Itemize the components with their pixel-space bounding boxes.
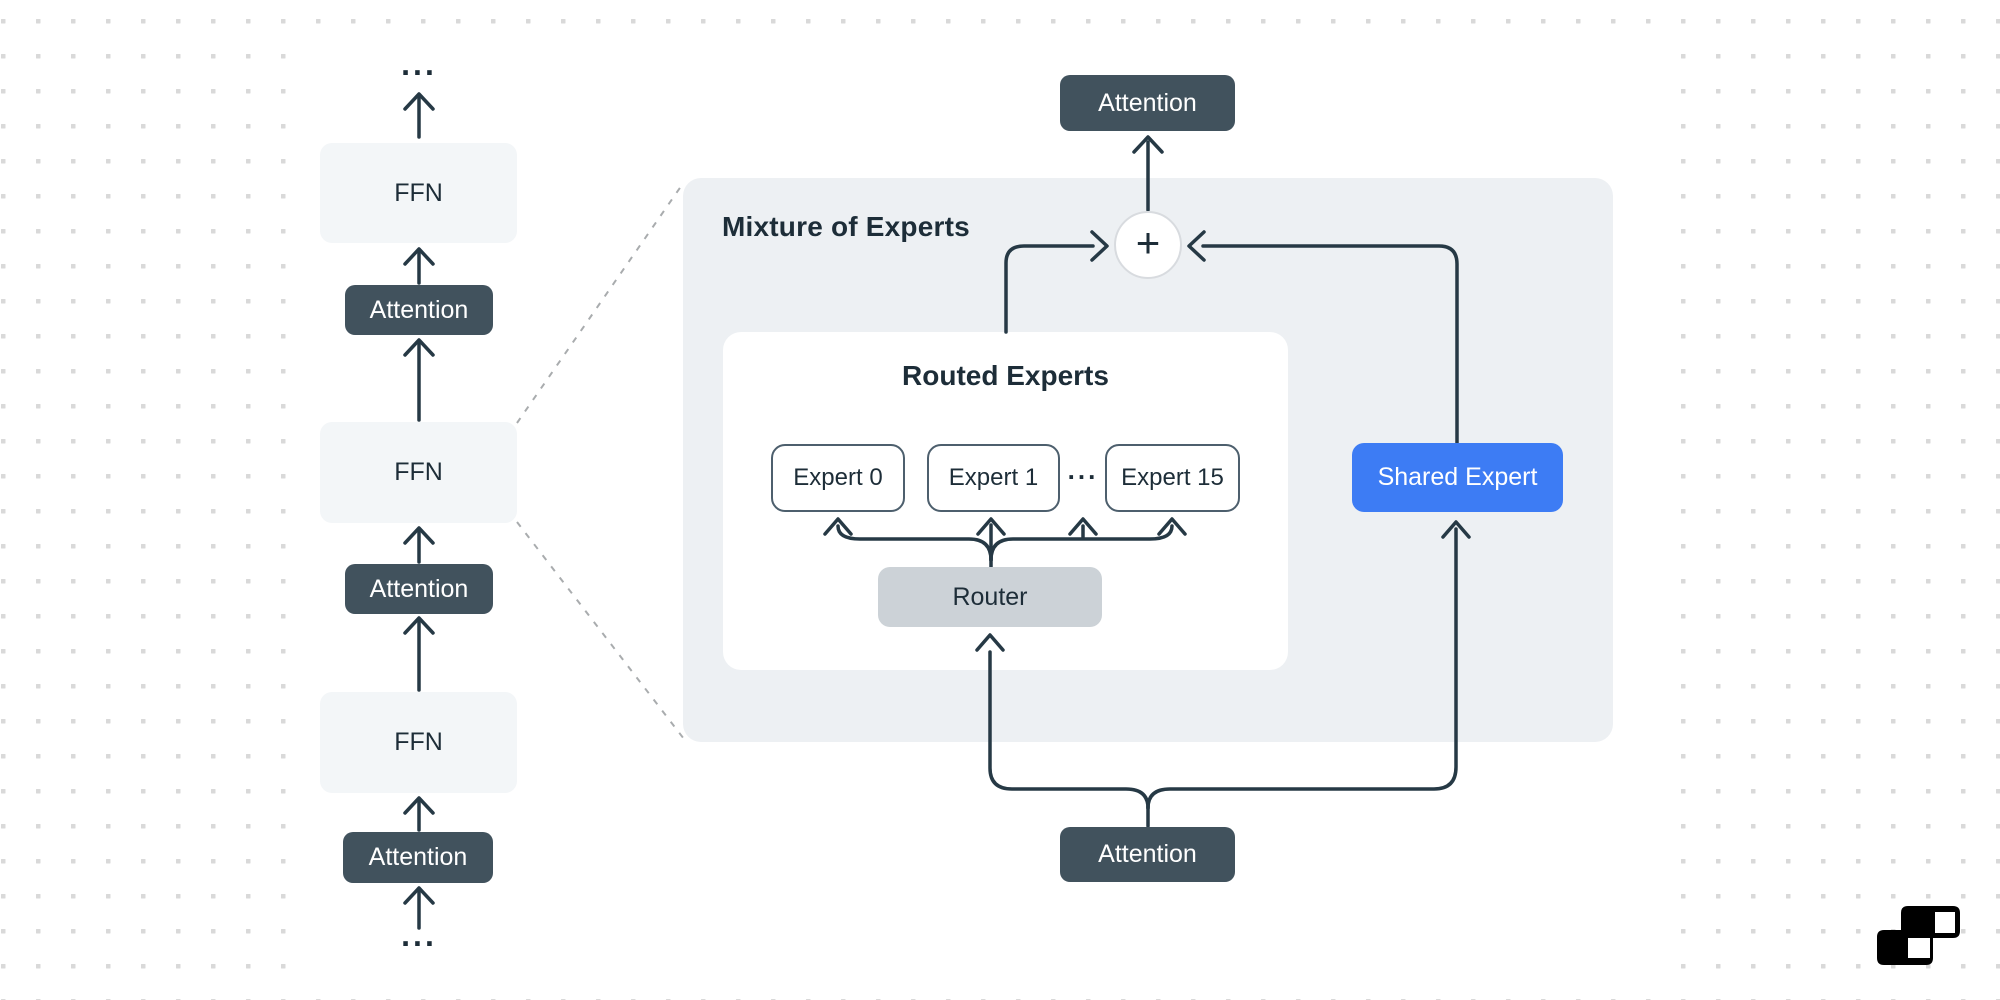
- shared-expert-block: Shared Expert: [1352, 443, 1563, 512]
- ffn-block-1: FFN: [320, 143, 517, 243]
- router-block: Router: [878, 567, 1102, 627]
- attention-input-block: Attention: [1060, 827, 1235, 882]
- attention-output-block: Attention: [1060, 75, 1235, 131]
- attention-block-2-label: Attention: [369, 574, 469, 603]
- attention-block-3-label: Attention: [368, 843, 468, 871]
- expert-15-block: Expert 15: [1105, 444, 1240, 512]
- logo-top-square: [1901, 906, 1960, 938]
- stack-continues-top-ellipsis: ...: [401, 46, 437, 82]
- ffn-block-1-label: FFN: [394, 178, 443, 207]
- ffn-block-2-label: FFN: [394, 458, 443, 486]
- expert-15-label: Expert 15: [1121, 464, 1224, 491]
- attention-block-2: Attention: [345, 564, 493, 614]
- logo-bottom-square: [1877, 930, 1933, 965]
- ffn-block-3-label: FFN: [394, 728, 443, 756]
- router-label: Router: [952, 582, 1028, 611]
- shared-expert-label: Shared Expert: [1377, 463, 1538, 491]
- expert-1-label: Expert 1: [948, 464, 1039, 491]
- experts-ellipsis: ...: [1067, 455, 1099, 485]
- attention-input-label: Attention: [1098, 840, 1197, 868]
- attention-block-1-label: Attention: [369, 295, 469, 324]
- expert-0-block: Expert 0: [771, 444, 905, 512]
- expert-0-label: Expert 0: [793, 464, 883, 491]
- attention-block-1: Attention: [345, 285, 493, 335]
- moe-panel-title: Mixture of Experts: [722, 211, 970, 242]
- attention-output-label: Attention: [1098, 88, 1197, 117]
- expert-1-block: Expert 1: [927, 444, 1060, 512]
- ffn-block-3: FFN: [320, 692, 517, 793]
- routed-experts-title: Routed Experts: [902, 360, 1109, 391]
- plus-icon: +: [1135, 219, 1161, 266]
- stack-continues-bottom-ellipsis: ...: [401, 917, 437, 953]
- sum-node: +: [1114, 211, 1182, 279]
- attention-block-3: Attention: [343, 832, 493, 883]
- site-logo: [1877, 906, 1960, 965]
- ffn-block-2: FFN: [320, 422, 517, 523]
